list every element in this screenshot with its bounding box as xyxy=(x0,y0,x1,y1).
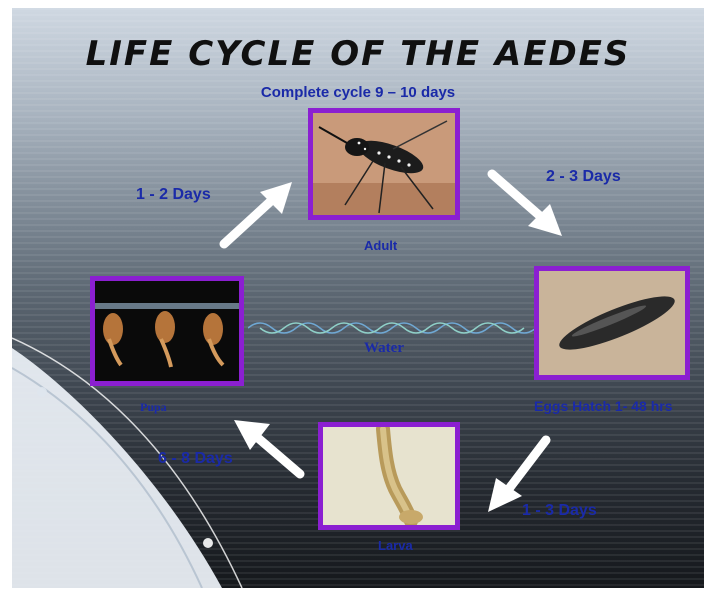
adult-mosquito-image xyxy=(308,108,460,220)
water-waves xyxy=(248,316,534,340)
arrow-larva-to-pupa xyxy=(230,414,310,484)
page-title: LIFE CYCLE OF THE AEDES xyxy=(12,34,704,74)
duration-pupa-to-adult: 1 - 2 Days xyxy=(136,186,211,204)
stage-label-eggs: Eggs Hatch 1- 48 hrs xyxy=(534,398,673,414)
stage-label-adult: Adult xyxy=(364,238,397,253)
stage-label-larva: Larva xyxy=(378,538,413,553)
slide: LIFE CYCLE OF THE AEDES Complete cycle 9… xyxy=(12,8,704,588)
larva-image xyxy=(318,422,460,530)
stage-label-pupa: Pupa xyxy=(140,400,167,415)
arrow-adult-to-eggs xyxy=(482,164,572,244)
duration-larva-to-pupa: 6 - 8 Days xyxy=(158,450,233,468)
egg-image xyxy=(534,266,690,380)
subtitle: Complete cycle 9 – 10 days xyxy=(12,84,704,101)
water-label: Water xyxy=(364,340,404,357)
pupa-image xyxy=(90,276,244,386)
arrow-pupa-to-adult xyxy=(212,176,302,256)
arrow-eggs-to-larva xyxy=(482,432,562,516)
